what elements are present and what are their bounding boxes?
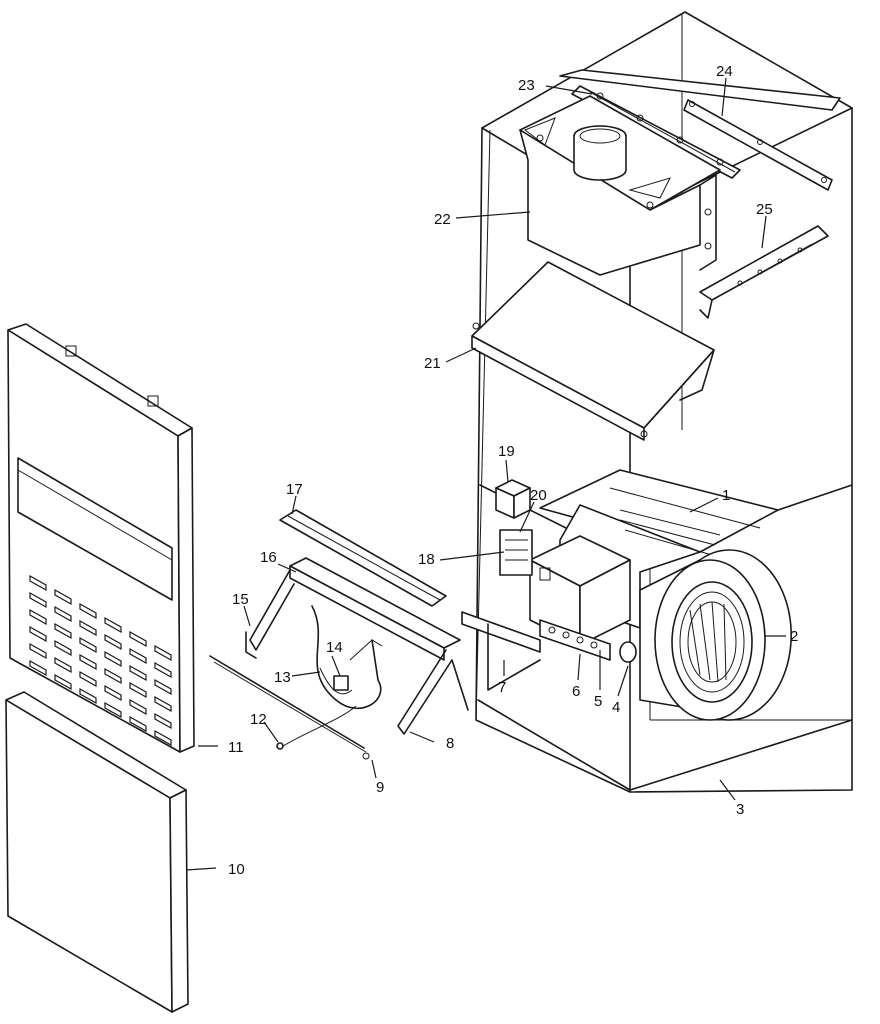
callout-10: 10 xyxy=(228,861,245,878)
callout-8: 8 xyxy=(446,735,454,752)
leader-lines xyxy=(185,77,786,871)
baffle-25 xyxy=(699,225,829,319)
callout-22: 22 xyxy=(434,211,451,228)
callout-15: 15 xyxy=(232,591,249,608)
louvres xyxy=(29,574,172,747)
louvre-slot xyxy=(54,588,72,606)
louvre-slot xyxy=(29,591,47,609)
louvre-slot xyxy=(129,630,147,648)
louvre-slot xyxy=(129,664,147,682)
louvre-slot xyxy=(154,661,172,679)
louvre-slot xyxy=(104,650,122,668)
louvre-slot xyxy=(29,642,47,660)
callout-1: 1 xyxy=(722,487,730,504)
burner-brackets xyxy=(209,509,469,760)
callout-14: 14 xyxy=(326,639,343,656)
callout-17: 17 xyxy=(286,481,303,498)
blower xyxy=(639,549,792,721)
louvre-slot xyxy=(54,622,72,640)
callout-21: 21 xyxy=(424,355,441,372)
flue-collector xyxy=(519,95,721,276)
louvre-slot xyxy=(154,712,172,730)
louvre-slot xyxy=(129,715,147,733)
callout-5: 5 xyxy=(594,693,602,710)
callout-20: 20 xyxy=(530,487,547,504)
callout-18: 18 xyxy=(418,551,435,568)
louvre-slot xyxy=(29,608,47,626)
louvre-slot xyxy=(29,659,47,677)
louvre-slot xyxy=(104,684,122,702)
callout-13: 13 xyxy=(274,669,291,686)
lower-door xyxy=(5,691,189,1013)
louvre-slot xyxy=(79,670,97,688)
louvre-slot xyxy=(29,574,47,592)
louvre-slot xyxy=(54,605,72,623)
louvre-slot xyxy=(104,616,122,634)
louvre-slot xyxy=(154,678,172,696)
louvre-slot xyxy=(79,687,97,705)
louvre-slot xyxy=(54,673,72,691)
louvre-slot xyxy=(104,701,122,719)
louvre-slot xyxy=(54,639,72,657)
callout-19: 19 xyxy=(498,443,515,460)
louvre-slot xyxy=(129,698,147,716)
upper-door xyxy=(7,323,195,753)
louvre-slot xyxy=(129,647,147,665)
callout-24: 24 xyxy=(716,63,733,80)
burner-assembly xyxy=(461,469,779,691)
callout-12: 12 xyxy=(250,711,267,728)
callout-3: 3 xyxy=(736,801,744,818)
louvre-slot xyxy=(104,633,122,651)
louvre-slot xyxy=(129,681,147,699)
louvre-slot xyxy=(154,729,172,747)
callout-4: 4 xyxy=(612,699,620,716)
callout-7: 7 xyxy=(498,679,506,696)
callout-11: 11 xyxy=(228,739,244,756)
callout-2: 2 xyxy=(790,628,798,645)
top-rails xyxy=(559,69,841,191)
louvre-slot xyxy=(54,656,72,674)
callout-labels: 1 2 3 4 5 6 7 8 9 10 11 12 13 14 15 16 1… xyxy=(228,63,798,878)
louvre-slot xyxy=(79,602,97,620)
callout-16: 16 xyxy=(260,549,277,566)
callout-23: 23 xyxy=(518,77,535,94)
louvre-slot xyxy=(79,619,97,637)
callout-6: 6 xyxy=(572,683,580,700)
louvre-slot xyxy=(79,653,97,671)
louvre-slot xyxy=(154,695,172,713)
callout-25: 25 xyxy=(756,201,773,218)
shelf-21 xyxy=(471,261,715,441)
louvre-slot xyxy=(104,667,122,685)
louvre-slot xyxy=(79,636,97,654)
louvre-slot xyxy=(154,644,172,662)
louvre-slot xyxy=(29,625,47,643)
callout-9: 9 xyxy=(376,779,384,796)
